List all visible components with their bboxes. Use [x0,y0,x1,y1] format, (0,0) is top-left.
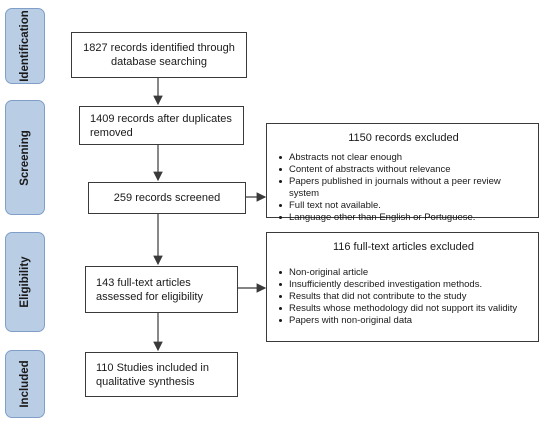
stage-screening: Screening [5,100,45,215]
box-records-identified: 1827 records identified through database… [71,32,247,78]
box-text: 143 full-text articles assessed for elig… [96,276,203,303]
box-text: 1409 records after duplicates removed [90,112,232,139]
list-item: Insufficiently described investigation m… [279,279,530,291]
stage-identification: Identification [5,8,45,84]
list-item: Papers with non-original data [279,315,530,327]
box-text: 259 records screened [113,192,221,204]
list-item: Content of abstracts without relevance [279,164,530,176]
list-item: Abstracts not clear enough [279,152,530,164]
list-item: Non-original article [279,267,530,279]
box-fulltext-excluded: 116 full-text articles excluded Non-orig… [266,232,539,342]
stage-included: Included [5,350,45,418]
list-item: Results whose methodology did not suppor… [279,303,530,315]
list-item: Papers published in journals without a p… [279,176,530,200]
box-text: 1827 records identified through database… [83,42,235,68]
box-text: 110 Studies included in qualitative synt… [96,361,209,388]
list-item: Full text not available. [279,200,530,212]
stage-eligibility: Eligibility [5,232,45,332]
excluded-reasons-list: Non-original article Insufficiently desc… [277,267,530,327]
box-studies-included: 110 Studies included in qualitative synt… [85,352,238,397]
list-item: Results that did not contribute to the s… [279,291,530,303]
list-item: Language other than English or Portugues… [279,212,530,224]
excluded-title: 1150 records excluded [348,132,459,144]
excluded-title: 116 full-text articles excluded [332,241,475,253]
box-after-duplicates: 1409 records after duplicates removed [79,106,244,145]
excluded-reasons-list: Abstracts not clear enough Content of ab… [277,152,530,224]
box-fulltext-assessed: 143 full-text articles assessed for elig… [85,266,238,313]
box-records-screened: 259 records screened [88,182,246,214]
box-records-excluded: 1150 records excluded Abstracts not clea… [266,123,539,223]
